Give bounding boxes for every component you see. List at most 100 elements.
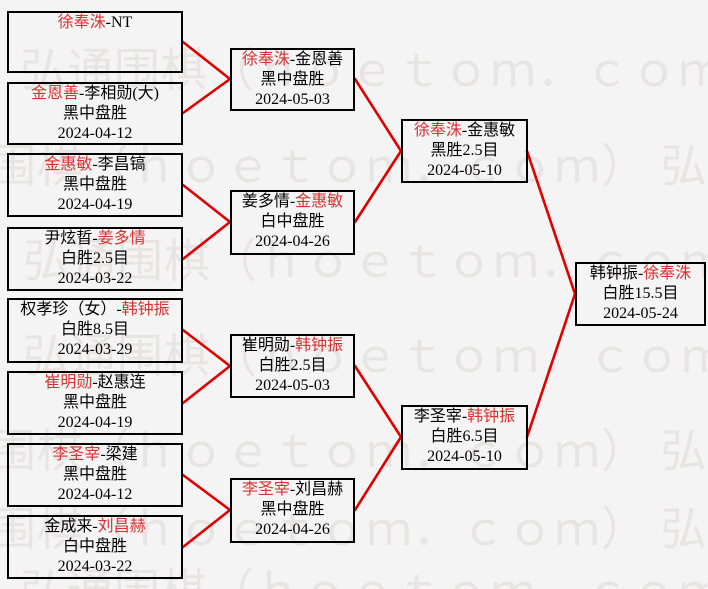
match-box-round1-3: 金惠敏-李昌镐 黑中盘胜 2024-04-19 [7, 153, 183, 217]
match-players: 金惠敏-李昌镐 [9, 155, 181, 175]
match-result: 白中盘胜 [260, 213, 325, 230]
player-name: 权孝珍（女）- [20, 301, 122, 318]
match-players: 韩钟振-徐奉洙 [577, 264, 704, 284]
match-result: 黑中盘胜 [260, 71, 325, 88]
match-box-final: 韩钟振-徐奉洙 白胜15.5目 2024-05-24 [575, 262, 706, 326]
match-date: 2024-05-24 [603, 305, 678, 322]
player-name: -梁建 [100, 446, 138, 463]
match-players: 姜多情-金惠敏 [232, 192, 353, 212]
match-result: 白胜2.5目 [258, 357, 327, 374]
match-box-round1-4: 尹炫晢-姜多情 白胜2.5目 2024-03-22 [7, 227, 183, 291]
match-result: 黑胜2.5目 [430, 142, 499, 159]
connector-line [525, 292, 577, 439]
winner-name: 刘昌赫 [97, 518, 146, 535]
match-players: 权孝珍（女）-韩钟振 [9, 300, 181, 320]
match-players: 李圣宰-梁建 [9, 445, 181, 465]
connector-line [353, 77, 403, 153]
player-name: 韩钟振- [589, 265, 644, 282]
connector-line [181, 220, 232, 261]
match-box-round2-1: 徐奉洙-金恩善 黑中盘胜 2024-05-03 [230, 48, 355, 111]
match-players: 金成来-刘昌赫 [9, 517, 181, 537]
match-box-round1-2: 金恩善-李相勋(大) 黑中盘胜 2024-04-12 [7, 82, 183, 145]
player-name: -李昌镐 [92, 156, 146, 173]
match-result: 白胜15.5目 [602, 285, 679, 302]
match-result: 白胜6.5目 [430, 428, 499, 445]
winner-name: 崔明勋 [44, 374, 93, 391]
match-result: 黑中盘胜 [62, 466, 127, 483]
player-name: 李圣宰- [413, 408, 468, 425]
match-date: 2024-04-26 [255, 521, 330, 538]
match-players: 李圣宰-刘昌赫 [232, 480, 353, 500]
player-name: -李相勋(大) [79, 85, 159, 102]
player-name: -赵惠连 [92, 374, 146, 391]
match-date: 2024-04-19 [57, 414, 133, 431]
match-box-round1-5: 权孝珍（女）-韩钟振 白胜8.5目 2024-03-29 [7, 298, 183, 363]
match-box-round1-7: 李圣宰-梁建 黑中盘胜 2024-04-12 [7, 443, 183, 507]
winner-name: 金恩善 [30, 85, 79, 102]
match-box-round1-8: 金成来-刘昌赫 白中盘胜 2024-03-22 [7, 515, 183, 579]
watermark-text: 弘通围棋（ｈｏｅｔｏｍ．ｃｏｍ） 弘通围棋（ｈｏｅｔｏｍ．ｃｏｍ） [23, 331, 708, 382]
match-players: 徐奉洙-金恩善 [232, 50, 353, 70]
winner-name: 金惠敏 [295, 193, 344, 210]
match-date: 2024-05-10 [427, 162, 502, 179]
match-players: 金恩善-李相勋(大) [9, 84, 181, 104]
winner-name: 徐奉洙 [643, 265, 692, 282]
match-box-round2-2: 姜多情-金惠敏 白中盘胜 2024-04-26 [230, 190, 355, 255]
player-name: 崔明勋- [241, 337, 296, 354]
match-result: 白中盘胜 [62, 538, 127, 555]
player-name: 姜多情- [241, 193, 296, 210]
match-date: 2024-03-29 [57, 341, 133, 358]
winner-name: 徐奉洙 [57, 14, 106, 31]
match-box-round1-1: 徐奉洙-NT [7, 11, 183, 73]
match-result: 黑中盘胜 [260, 501, 325, 518]
winner-name: 韩钟振 [467, 408, 516, 425]
connector-line [181, 77, 232, 115]
watermark-text: 弘通围棋（ｈｏｅｔｏｍ．ｃｏｍ） 弘通围棋（ｈｏｅｔｏｍ．ｃｏｍ） [20, 567, 708, 589]
match-date: 2024-04-12 [57, 125, 133, 142]
match-date: 2024-05-03 [255, 377, 330, 394]
connector-line [353, 435, 403, 512]
connector-line [181, 364, 232, 405]
match-date: 2024-04-19 [57, 196, 133, 213]
connector-line [181, 508, 232, 549]
match-box-round2-3: 崔明勋-韩钟振 白胜2.5目 2024-05-03 [230, 334, 355, 398]
match-date: 2024-05-03 [255, 91, 330, 108]
match-box-semifinal-2: 李圣宰-韩钟振 白胜6.5目 2024-05-10 [401, 405, 528, 470]
connector-line [181, 40, 232, 81]
winner-name: 李圣宰 [241, 481, 290, 498]
match-players: 徐奉洙-金惠敏 [403, 121, 526, 141]
connector-line [181, 328, 232, 368]
connector-line [353, 364, 403, 439]
match-players: 尹炫晢-姜多情 [9, 229, 181, 249]
match-date: 2024-03-22 [57, 558, 133, 575]
watermark-text: 弘通围棋（ｈｏｅｔｏｍ．ｃｏｍ） 弘通围棋（ｈｏｅｔｏｍ．ｃｏｍ） [20, 45, 708, 96]
winner-name: 韩钟振 [295, 337, 344, 354]
match-date: 2024-04-26 [255, 233, 330, 250]
player-name: -刘昌赫 [289, 481, 344, 498]
player-name: -金惠敏 [461, 122, 516, 139]
winner-name: 金惠敏 [44, 156, 93, 173]
connector-line [181, 473, 232, 512]
match-result: 黑中盘胜 [62, 176, 127, 193]
match-box-semifinal-1: 徐奉洙-金惠敏 黑胜2.5目 2024-05-10 [401, 119, 528, 183]
winner-name: 徐奉洙 [413, 122, 462, 139]
player-name: -金恩善 [289, 51, 344, 68]
winner-name: 李圣宰 [52, 446, 101, 463]
player-name: 金成来- [44, 518, 98, 535]
player-name: -NT [105, 14, 133, 31]
match-players: 李圣宰-韩钟振 [403, 407, 526, 427]
match-result: 白胜2.5目 [60, 250, 129, 267]
connector-line [181, 183, 232, 224]
match-box-round1-6: 崔明勋-赵惠连 黑中盘胜 2024-04-19 [7, 371, 183, 435]
player-name: 尹炫晢- [44, 230, 98, 247]
match-box-round2-4: 李圣宰-刘昌赫 黑中盘胜 2024-04-26 [230, 478, 355, 543]
match-players: 徐奉洙-NT [9, 13, 181, 33]
match-players: 崔明勋-赵惠连 [9, 373, 181, 393]
match-players: 崔明勋-韩钟振 [232, 336, 353, 356]
winner-name: 韩钟振 [121, 301, 170, 318]
match-result: 白胜8.5目 [60, 321, 129, 338]
match-result: 黑中盘胜 [62, 105, 127, 122]
connector-line [353, 149, 403, 224]
